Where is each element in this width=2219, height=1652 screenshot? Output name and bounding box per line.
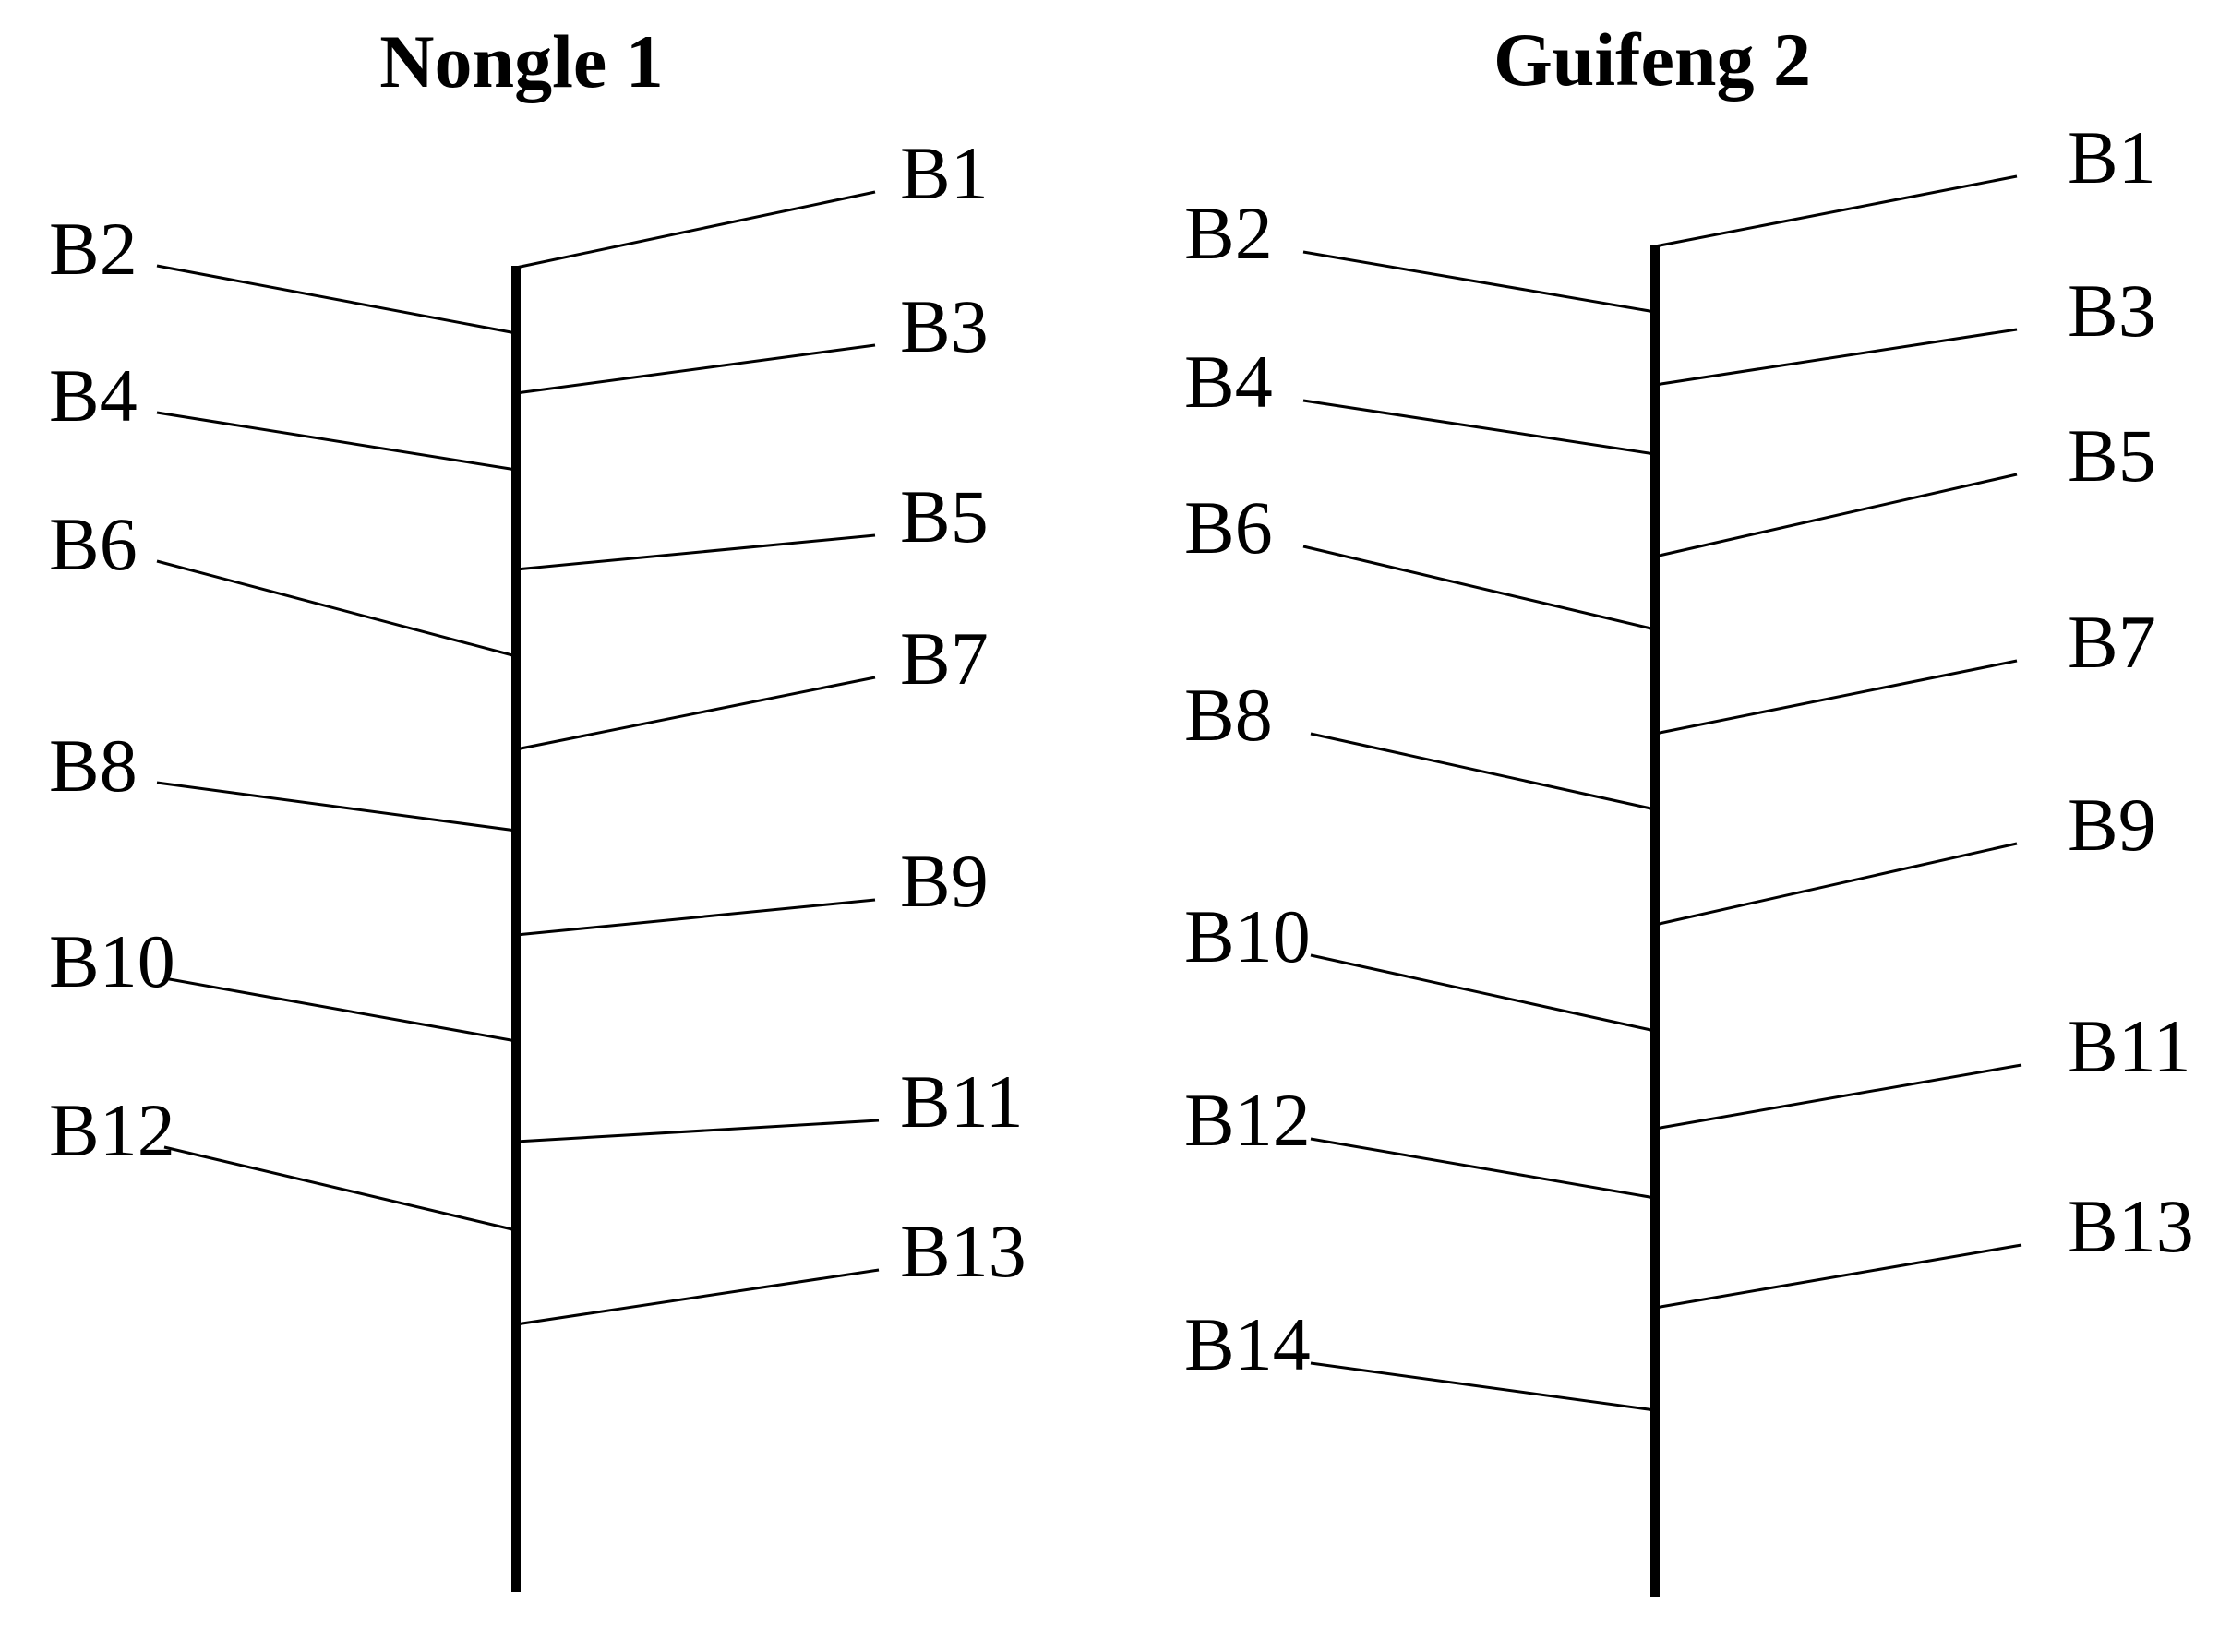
marker-label-nongle-1-b10: B10 [49,919,175,1003]
marker-connector-nongle-1-b4 [156,411,517,472]
marker-connector-nongle-1-b3 [515,343,876,395]
marker-connector-guifeng-2-b10 [1310,953,1656,1033]
marker-label-guifeng-2-b6: B6 [1184,485,1273,569]
marker-label-nongle-1-b8: B8 [49,724,138,808]
marker-label-guifeng-2-b13: B13 [2068,1184,2194,1268]
marker-connector-guifeng-2-b9 [1654,842,2018,927]
marker-label-guifeng-2-b1: B1 [2068,115,2156,199]
marker-label-nongle-1-b4: B4 [49,353,138,437]
marker-connector-nongle-1-b2 [156,264,517,335]
marker-connector-guifeng-2-b13 [1654,1243,2022,1310]
marker-connector-nongle-1-b13 [515,1268,880,1326]
marker-connector-guifeng-2-b8 [1310,732,1656,811]
marker-connector-nongle-1-b1 [515,190,876,269]
marker-connector-nongle-1-b12 [163,1145,517,1232]
marker-label-guifeng-2-b12: B12 [1184,1078,1311,1162]
marker-connector-guifeng-2-b7 [1654,659,2018,736]
marker-label-nongle-1-b6: B6 [49,502,138,586]
marker-label-nongle-1-b13: B13 [900,1209,1026,1293]
marker-label-nongle-1-b2: B2 [49,207,138,291]
marker-label-nongle-1-b11: B11 [900,1059,1024,1143]
marker-label-guifeng-2-b10: B10 [1184,894,1311,978]
marker-label-guifeng-2-b9: B9 [2068,783,2156,867]
marker-connector-guifeng-2-b5 [1654,473,2018,558]
marker-connector-guifeng-2-b4 [1302,399,1656,456]
marker-label-nongle-1-b1: B1 [900,131,989,215]
marker-connector-nongle-1-b9 [515,898,876,937]
marker-label-nongle-1-b3: B3 [900,284,989,368]
marker-connector-nongle-1-b5 [515,533,876,571]
marker-connector-nongle-1-b7 [515,676,876,751]
marker-connector-guifeng-2-b3 [1654,328,2018,387]
marker-connector-guifeng-2-b12 [1310,1137,1656,1200]
diagram-title-guifeng-2: Guifeng 2 [1493,18,1811,102]
marker-label-guifeng-2-b7: B7 [2068,600,2156,684]
marker-label-guifeng-2-b5: B5 [2068,413,2156,497]
marker-connector-guifeng-2-b1 [1654,174,2018,248]
marker-label-nongle-1-b9: B9 [900,839,989,923]
marker-label-guifeng-2-b14: B14 [1184,1302,1311,1386]
marker-label-nongle-1-b5: B5 [900,474,989,558]
marker-connector-nongle-1-b6 [156,559,517,658]
marker-connector-guifeng-2-b14 [1310,1361,1656,1412]
marker-connector-nongle-1-b10 [163,976,517,1043]
diagram-title-nongle-1: Nongle 1 [379,19,664,103]
marker-label-guifeng-2-b8: B8 [1184,673,1273,757]
marker-connector-guifeng-2-b2 [1302,250,1656,314]
marker-label-guifeng-2-b11: B11 [2068,1004,2191,1088]
marker-label-nongle-1-b7: B7 [900,617,989,700]
marker-connector-guifeng-2-b6 [1302,545,1656,631]
marker-label-guifeng-2-b3: B3 [2068,269,2156,353]
marker-label-guifeng-2-b4: B4 [1184,340,1273,424]
marker-label-nongle-1-b12: B12 [49,1088,175,1172]
marker-connector-nongle-1-b11 [515,1119,880,1143]
marker-connector-guifeng-2-b11 [1654,1063,2022,1131]
marker-label-guifeng-2-b2: B2 [1184,191,1273,275]
marker-connector-nongle-1-b8 [156,781,517,832]
